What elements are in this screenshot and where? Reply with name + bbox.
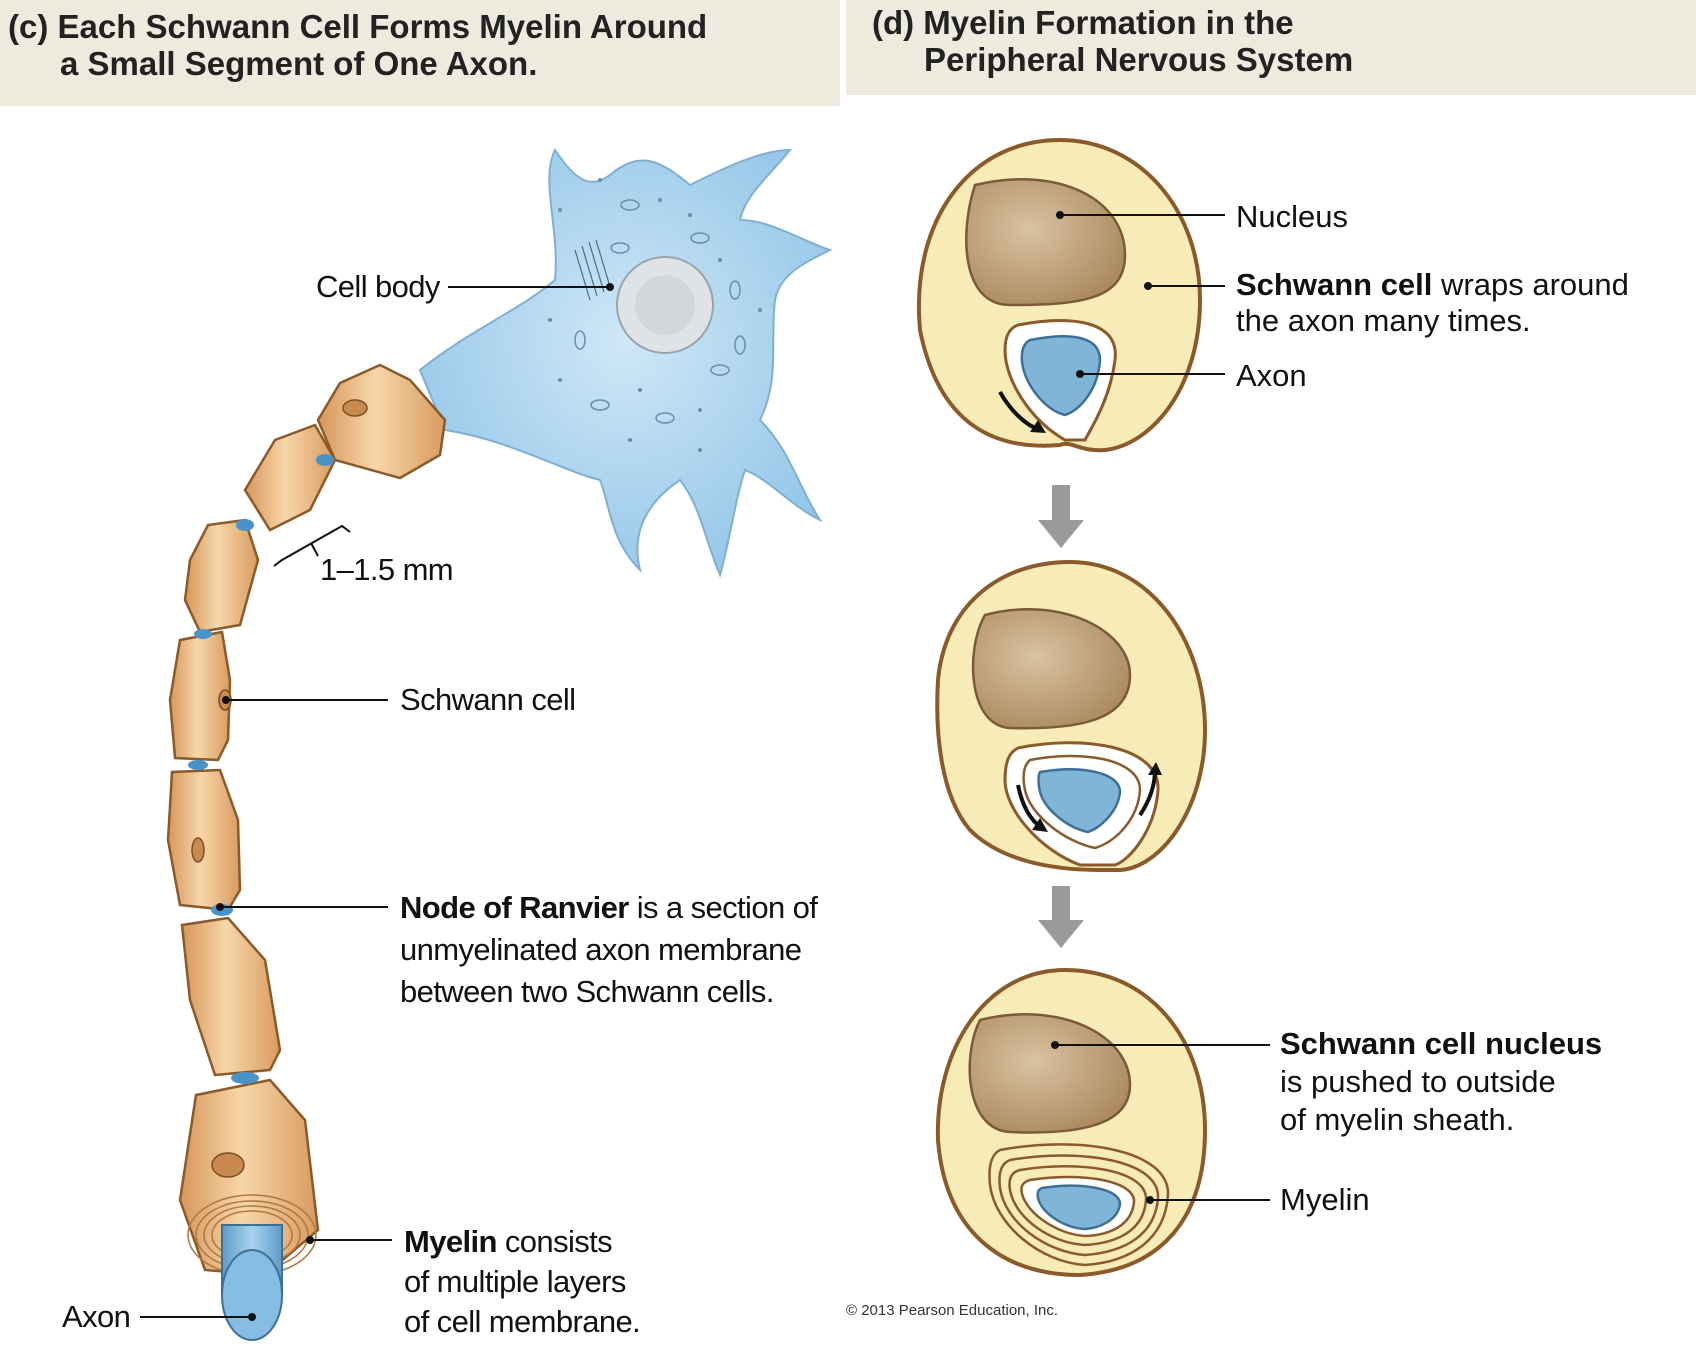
label-nucleus-line2: is pushed to outside	[1280, 1064, 1556, 1099]
label-nucleus-line3: of myelin sheath.	[1280, 1102, 1515, 1137]
label-schwann-nucleus-bold: Schwann cell nucleus	[1280, 1026, 1603, 1061]
cross-section-stage-3	[935, 967, 1208, 1278]
label-schwann-line2: the axon many times.	[1236, 303, 1531, 338]
schwann-segment-4	[168, 630, 232, 762]
label-node-rest: is a section of	[628, 890, 818, 925]
label-cell-body: Cell body	[316, 269, 440, 304]
label-node-of-ranvier: Node of Ranvier is a section of	[400, 888, 818, 928]
label-internode-length: 1–1.5 mm	[320, 552, 454, 587]
schwann-segment-3	[183, 518, 260, 634]
label-myelin-d: Myelin	[1280, 1182, 1370, 1217]
label-node-line3: between two Schwann cells.	[400, 974, 774, 1009]
label-myelin-line2: of multiple layers	[404, 1264, 626, 1299]
schwann-segment-5	[166, 768, 242, 912]
label-node-bold: Node of Ranvier	[400, 890, 629, 925]
panel-c-header	[0, 0, 840, 106]
panel-d-title: (d) Myelin Formation in the Peripheral N…	[872, 4, 1353, 78]
schwann-segment-2	[243, 423, 337, 532]
label-schwann-wraps: Schwann cell wraps around	[1236, 265, 1629, 305]
panel-d-leader-lines	[1051, 211, 1270, 1204]
panel-d-title-line1: (d) Myelin Formation in the	[872, 4, 1294, 41]
panel-c-title-line1: (c) Each Schwann Cell Forms Myelin Aroun…	[8, 8, 708, 45]
cross-section-stage-2	[935, 559, 1208, 872]
panel-c-title: (c) Each Schwann Cell Forms Myelin Aroun…	[8, 8, 707, 82]
panel-d-title-line2: Peripheral Nervous System	[924, 41, 1354, 78]
label-myelin-c: Myelin consists	[404, 1222, 613, 1262]
schwann-cell-chain	[166, 363, 447, 1277]
cross-section-stage-1	[916, 137, 1203, 453]
schwann-segment-1	[316, 363, 447, 480]
label-schwann-bold: Schwann cell	[1236, 267, 1433, 302]
label-schwann-nucleus: Schwann cell nucleus	[1280, 1024, 1602, 1064]
schwann-segment-6	[180, 916, 282, 1077]
label-myelin-rest: consists	[496, 1224, 613, 1259]
label-myelin-bold: Myelin	[404, 1224, 497, 1259]
panel-d-header	[846, 0, 1696, 95]
nodes-of-ranvier	[188, 454, 334, 1084]
copyright-notice: © 2013 Pearson Education, Inc.	[846, 1302, 1059, 1319]
label-nucleus: Nucleus	[1236, 199, 1348, 234]
label-axon-c: Axon	[62, 1299, 131, 1334]
label-node-line2: unmyelinated axon membrane	[400, 932, 802, 967]
panel-c-title-line2: a Small Segment of One Axon.	[60, 45, 538, 82]
label-myelin-line3: of cell membrane.	[404, 1304, 641, 1339]
axon-end	[221, 1249, 283, 1341]
label-schwann-rest: wraps around	[1432, 267, 1629, 302]
label-axon-d: Axon	[1236, 358, 1307, 393]
panel-c-leader-lines	[140, 283, 614, 1321]
stage-arrows	[1038, 485, 1084, 948]
label-schwann-cell: Schwann cell	[400, 682, 576, 717]
neuron-cell-body	[418, 148, 833, 578]
